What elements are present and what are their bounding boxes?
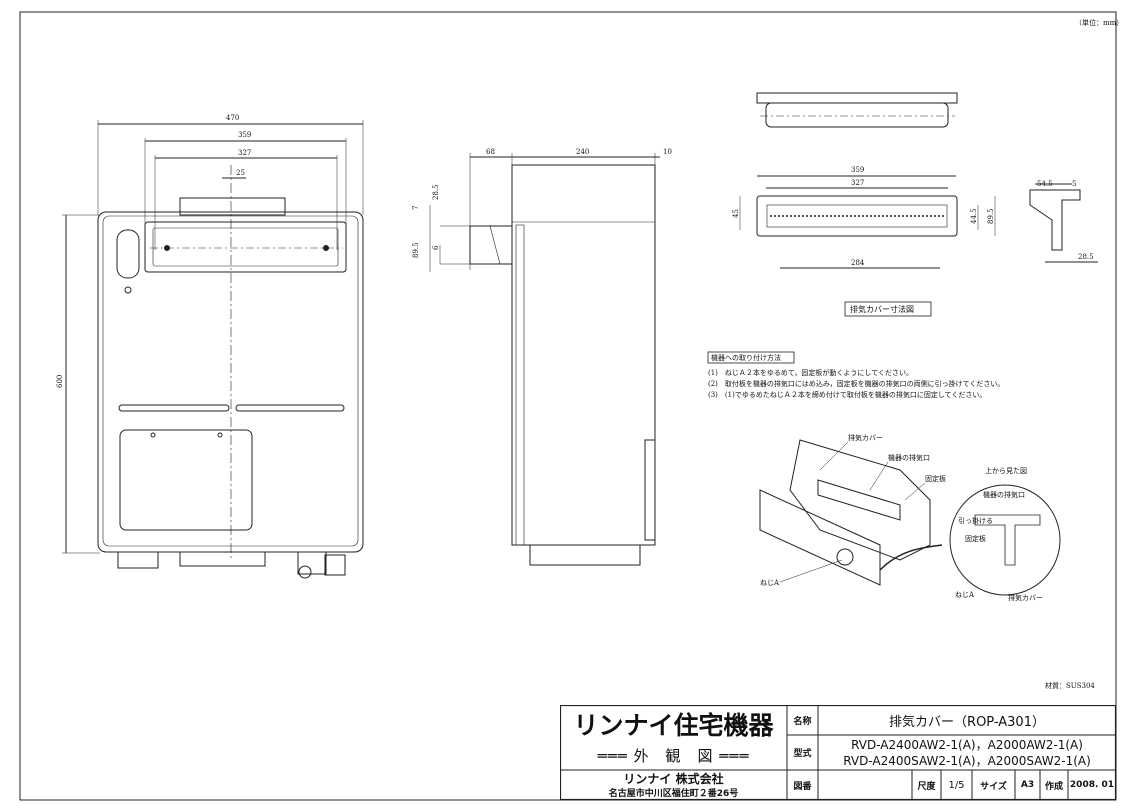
value-size: A3 [1020, 780, 1035, 790]
dim-height: 600 [56, 375, 64, 388]
title-block-grid [560, 705, 1116, 800]
value-scale: 1/5 [948, 779, 965, 791]
cover-dim-height-left: 45 [732, 209, 740, 218]
dim-bracket-width: 359 [238, 131, 251, 139]
side-dim-d: 89.5 [412, 242, 420, 258]
label-scale: 尺度 [917, 781, 936, 792]
instruction-step-1: (1) ねじＡ２本をゆるめて，固定板が動くようにしてください。 [708, 368, 913, 377]
dim-center: 25 [236, 169, 245, 177]
cover-caption: 排気カバー寸法図 [850, 304, 914, 314]
value-date: 2008. 01 [1069, 780, 1115, 790]
label-size: サイズ [980, 781, 1007, 792]
cover-views [739, 92, 1098, 317]
side-view [429, 153, 660, 566]
label-cover: 排気カバー [848, 433, 883, 442]
label-top-view: 上から見た図 [985, 466, 1027, 475]
side-dim-rear: 10 [663, 148, 672, 156]
label-outlet: 機器の排気口 [888, 453, 930, 462]
instructions-heading: 機器への取り付け方法 [711, 353, 781, 362]
label-screw2: ねじA [955, 591, 975, 599]
instruction-step-3: (3) (1)でゆるめたねじＡ２本を締め付けて取付板を機器の排気口に固定してくだ… [708, 390, 986, 399]
dim-hole-pitch: 327 [238, 149, 251, 157]
company-name: リンナイ 株式会社 [623, 772, 724, 786]
label-plate2: 固定板 [965, 534, 986, 543]
value-name: 排気カバー（ROP-A301） [889, 714, 1045, 730]
cover-dim-width: 359 [851, 166, 864, 174]
label-cover2: 排気カバー [1008, 593, 1043, 602]
side-dim-c: 6 [432, 245, 440, 250]
cover-dim-side-bottom: 28.5 [1078, 253, 1094, 261]
cover-dim-height-inner: 44.5 [970, 208, 978, 224]
dim-overall-width: 470 [226, 114, 239, 122]
company-logo: リンナイ住宅機器 [573, 711, 774, 740]
perspective-view [759, 439, 1061, 596]
cover-dim-height-total: 89.5 [987, 208, 995, 224]
cover-dim-pitch: 327 [851, 179, 864, 187]
side-dim-offset: 68 [486, 148, 495, 156]
company-address: 名古屋市中川区福住町２番26号 [608, 789, 739, 799]
cover-dim-inner: 284 [851, 259, 865, 267]
value-model-2: RVD-A2400SAW2-1(A)，A2000SAW2-1(A) [843, 754, 1091, 768]
label-date: 作成 [1044, 781, 1063, 792]
value-model-1: RVD-A2400AW2-1(A)，A2000AW2-1(A) [851, 738, 1083, 752]
unit-note: （単位：mm） [1075, 18, 1123, 27]
material-note: 材質：SUS304 [1045, 681, 1095, 690]
cover-dim-side-depth: 54.5 [1037, 180, 1053, 188]
label-plate: 固定板 [925, 474, 946, 483]
label-hook: 引っ掛ける [958, 516, 993, 525]
instruction-step-2: (2) 取付板を機器の排気口にはめ込み，固定板を機器の排気口の両側に引っ掛けてく… [708, 379, 1004, 388]
label-outlet2: 機器の排気口 [983, 490, 1025, 499]
label-model: 型式 [793, 749, 812, 759]
label-screw: ねじA [760, 579, 780, 587]
cover-dim-side-lip: 5 [1072, 180, 1076, 188]
label-name: 名称 [793, 716, 812, 727]
label-drawing-no: 図番 [793, 781, 812, 792]
side-dim-depth: 240 [576, 148, 589, 156]
side-dim-b: 7 [412, 206, 420, 210]
title-block: リンナイ住宅機器 ═══ 外 観 図 ═══ リンナイ 株式会社 名古屋市中川区… [560, 705, 1116, 800]
front-view [62, 120, 364, 579]
side-dim-a: 28.5 [432, 184, 440, 200]
doc-type: ═══ 外 観 図 ═══ [597, 746, 750, 765]
